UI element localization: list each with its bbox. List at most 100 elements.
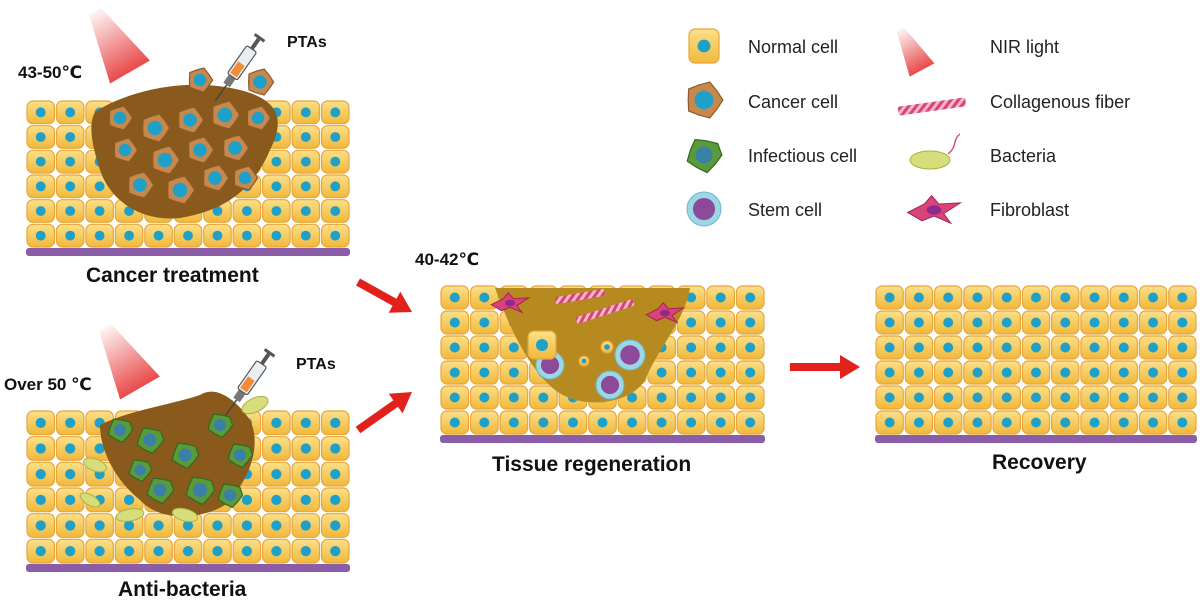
infection-lesion — [79, 391, 269, 523]
normal-cell — [55, 487, 85, 513]
normal-cell — [676, 335, 706, 360]
collagenous-fiber — [555, 289, 605, 304]
normal-cell — [706, 310, 736, 335]
cancer-treatment-caption: Cancer treatment — [86, 264, 259, 287]
normal-cell — [55, 538, 85, 564]
normal-cell — [1138, 360, 1168, 385]
normal-cell — [291, 100, 321, 125]
normal-cell — [291, 199, 321, 223]
infectious-cell — [217, 483, 244, 509]
normal-cell — [529, 410, 558, 435]
cancer-cell — [177, 106, 205, 134]
normal-cell — [904, 360, 934, 385]
normal-cell — [440, 285, 470, 310]
normal-cell — [735, 310, 765, 335]
normal-cell — [647, 410, 676, 435]
normal-cell — [1168, 410, 1197, 435]
normal-cell — [617, 410, 647, 435]
normal-cell — [291, 436, 321, 461]
normal-cell — [1138, 385, 1168, 410]
normal-cell — [55, 100, 85, 125]
normal-cell — [992, 385, 1021, 410]
normal-cell — [963, 285, 992, 310]
normal-cell — [706, 410, 736, 435]
normal-cell — [735, 385, 765, 410]
normal-cell — [1021, 285, 1051, 310]
normal-cell — [1168, 385, 1197, 410]
cancer-cell — [188, 67, 214, 93]
regeneration-zone — [490, 288, 690, 403]
bacteria — [241, 395, 269, 415]
bacteria — [115, 508, 145, 522]
stem-cell-icon — [686, 191, 722, 227]
normal-cell — [904, 285, 934, 310]
normal-cell — [291, 125, 321, 149]
normal-cell — [469, 335, 499, 360]
normal-cell — [144, 513, 173, 538]
legend-label-normal-cell: Normal cell — [748, 37, 839, 57]
normal-cell — [440, 410, 470, 435]
normal-cell — [262, 174, 291, 199]
infectious-cell — [171, 442, 200, 470]
normal-cell — [26, 223, 56, 248]
normal-cell — [1109, 335, 1139, 360]
normal-cell — [1051, 310, 1080, 335]
normal-cell — [203, 538, 232, 564]
normal-cell — [1051, 385, 1080, 410]
normal-cell — [588, 410, 617, 435]
normal-cell — [1051, 360, 1080, 385]
normal-cell — [735, 335, 765, 360]
normal-cell — [527, 330, 557, 360]
normal-cell — [1109, 385, 1139, 410]
normal-cell — [320, 174, 350, 199]
normal-cell — [1138, 285, 1168, 310]
normal-cell — [469, 360, 499, 385]
normal-cell — [320, 513, 350, 538]
normal-cell — [144, 538, 173, 564]
cancer-cell — [187, 136, 215, 164]
normal-cell-icon — [688, 28, 720, 64]
normal-cell — [173, 223, 203, 248]
normal-cell — [320, 461, 350, 487]
normal-cell — [1168, 335, 1197, 360]
cancer-cell-icon — [687, 81, 724, 119]
normal-cell — [676, 310, 706, 335]
normal-cell — [440, 335, 470, 360]
normal-cell — [26, 461, 56, 487]
normal-cell — [55, 174, 85, 199]
nir-light-icon — [896, 27, 935, 77]
basement-membrane — [26, 564, 350, 572]
basement-membrane — [440, 435, 765, 443]
normal-cell — [320, 199, 350, 223]
cancer-temperature-label: 43-50℃ — [18, 63, 83, 82]
nir-light-beam — [89, 7, 150, 84]
normal-cell — [262, 538, 291, 564]
normal-cell — [933, 285, 963, 310]
cancer-cell — [127, 171, 155, 199]
legend-label-bacteria: Bacteria — [990, 146, 1057, 166]
normal-cell — [232, 538, 262, 564]
normal-cell — [992, 360, 1021, 385]
infectious-cell — [227, 443, 254, 469]
normal-cell — [933, 360, 963, 385]
basement-membrane — [26, 248, 350, 256]
infectious-cell — [146, 477, 175, 505]
flow-arrow — [355, 391, 413, 434]
cancer-cell — [233, 165, 259, 191]
normal-cell — [232, 223, 262, 248]
normal-cell — [1080, 385, 1109, 410]
normal-cell — [26, 199, 56, 223]
normal-cell — [706, 285, 736, 310]
normal-cell — [291, 538, 321, 564]
normal-cell — [1021, 360, 1051, 385]
normal-cell — [55, 149, 85, 174]
normal-cell — [735, 360, 765, 385]
nir-light-beam — [99, 323, 160, 400]
normal-cell — [1109, 285, 1139, 310]
normal-cell — [262, 513, 291, 538]
normal-cell — [1021, 385, 1051, 410]
cancer-ptas-label: PTAs — [287, 34, 327, 51]
normal-cell — [203, 513, 232, 538]
normal-cell — [232, 199, 262, 223]
